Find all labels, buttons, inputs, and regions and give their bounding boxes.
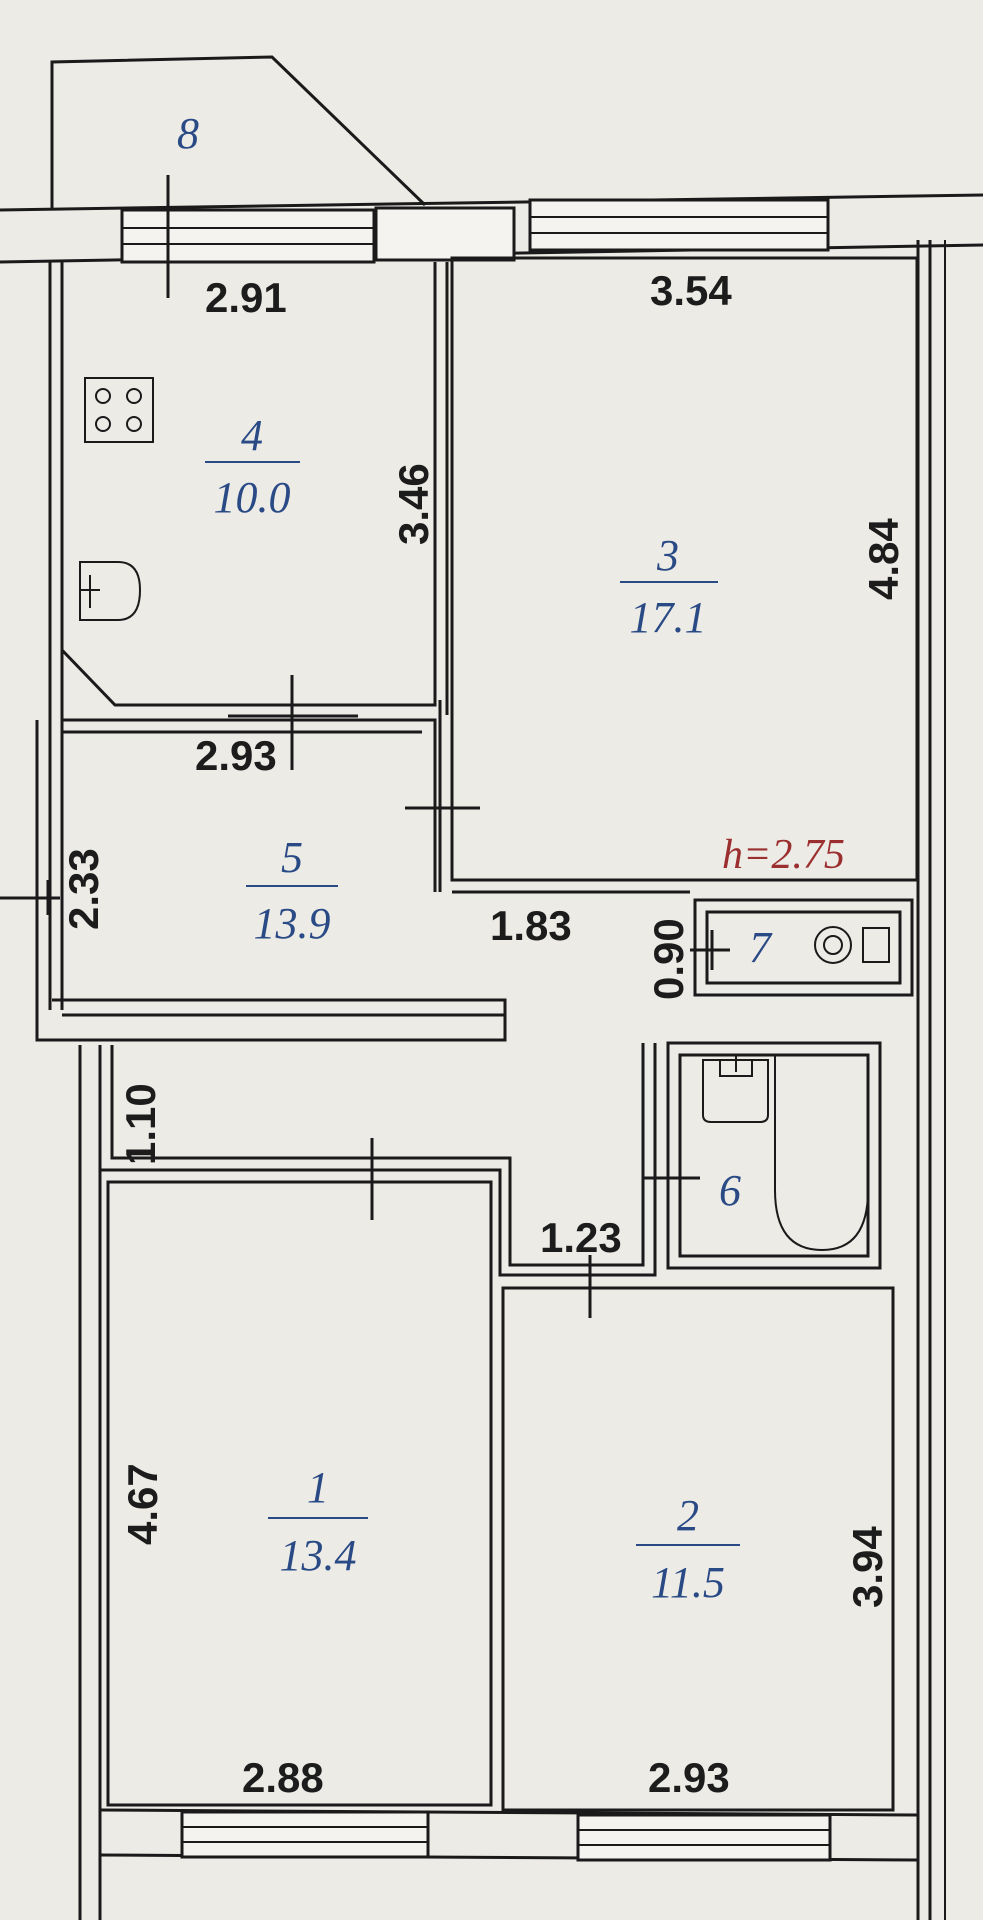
- dim-balcony-width: 2.91: [205, 274, 287, 321]
- room-3-area: 17.1: [630, 593, 707, 642]
- room-6-bathroom: [642, 1041, 882, 1270]
- room-2: [501, 1255, 895, 1812]
- dim-room3-length: 4.84: [860, 518, 907, 600]
- ceiling-height-label: h=2.75: [722, 832, 845, 878]
- bathtub-icon: [774, 1054, 869, 1252]
- windows: [120, 198, 832, 1862]
- dim-hall-width: 2.93: [195, 732, 277, 779]
- room-1-area: 13.4: [280, 1531, 357, 1580]
- dim-passage-width: 1.10: [117, 1083, 164, 1165]
- dim-bath-door-width: 1.23: [540, 1214, 622, 1261]
- room-4-number: 4: [241, 411, 263, 460]
- room-5-hall: [0, 718, 507, 1042]
- room-1-number: 1: [307, 1463, 329, 1512]
- room-2-area: 11.5: [651, 1558, 725, 1607]
- room-3: [405, 256, 919, 894]
- room-8-number: 8: [177, 109, 199, 158]
- dim-wc-width: 0.90: [645, 918, 692, 1000]
- dim-room1-length: 4.67: [119, 1463, 166, 1545]
- washbasin-icon: [702, 1059, 769, 1123]
- room-5-number: 5: [281, 833, 303, 882]
- room-6-number: 6: [719, 1166, 741, 1215]
- dim-room2-width: 2.93: [648, 1754, 730, 1801]
- room-1: [106, 1138, 493, 1807]
- room-2-number: 2: [677, 1491, 699, 1540]
- room-labels: 8 4 10.0 3 17.1 5 13.9 7 6 1 13.4 2 11.5: [177, 109, 773, 1607]
- room-7-wc: [690, 898, 914, 997]
- dim-room1-width: 2.88: [242, 1754, 324, 1801]
- room-4-area: 10.0: [214, 473, 291, 522]
- dimension-labels: 2.91 3.54 4.84 3.46 2.93 2.33 1.83 0.90 …: [60, 267, 907, 1801]
- toilet-icon: [814, 926, 852, 964]
- sink-icon: [79, 561, 142, 621]
- room-5-area: 13.9: [254, 899, 331, 948]
- dim-hall-length: 2.33: [60, 848, 107, 930]
- corridor: [98, 1043, 657, 1277]
- room-3-number: 3: [656, 531, 679, 580]
- room-7-number: 7: [749, 923, 773, 972]
- stove-icon: [84, 377, 154, 443]
- dim-room3-width: 3.54: [650, 267, 732, 314]
- dim-corridor-width: 1.83: [490, 902, 572, 949]
- dim-room2-length: 3.94: [844, 1526, 891, 1608]
- balcony: [50, 55, 427, 210]
- room-4-kitchen: [60, 262, 449, 770]
- dim-room4-length: 3.46: [390, 463, 437, 545]
